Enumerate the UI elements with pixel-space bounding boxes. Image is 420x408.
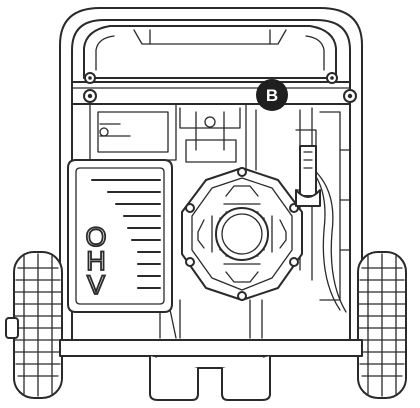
bolt-left <box>83 72 97 103</box>
recoil-starter <box>181 167 303 301</box>
cover-letter-o: O <box>85 222 106 252</box>
cover-letter-v: V <box>87 270 105 300</box>
wheel-right <box>357 251 407 399</box>
cover-vents <box>91 179 161 289</box>
bolt-right <box>326 72 357 103</box>
wheel-left <box>5 251 63 399</box>
frame-tube <box>59 7 363 346</box>
fuel-valve <box>295 145 321 207</box>
callout-badge <box>256 79 288 111</box>
cover-letter-h: H <box>86 246 106 276</box>
mount-bolts <box>185 167 299 301</box>
callout-label: B <box>266 86 278 105</box>
callout-b: B <box>256 79 288 111</box>
ohv-cover: O H V <box>67 159 173 313</box>
base-frame <box>59 339 363 401</box>
fuel-tank <box>83 25 337 79</box>
